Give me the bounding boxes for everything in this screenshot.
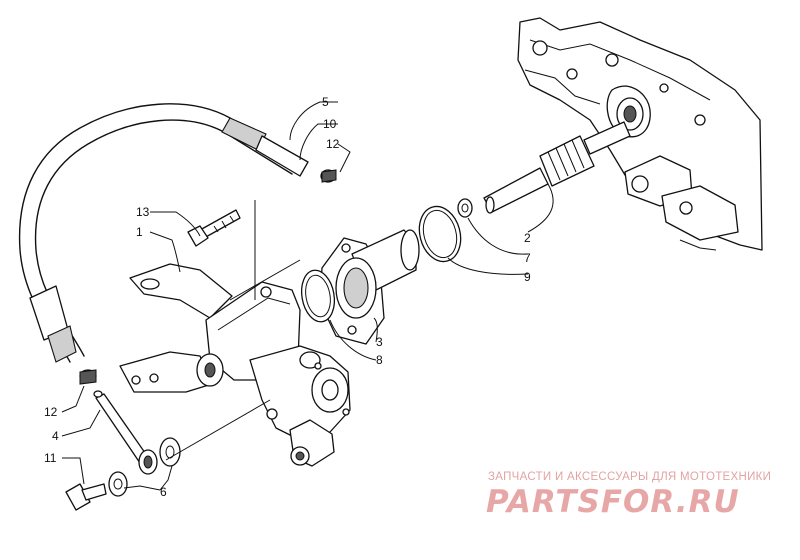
clamp-12-top [320, 169, 337, 183]
assembly-guide-lines [165, 200, 301, 461]
callout-7: 7 [524, 251, 531, 265]
callout-13: 13 [136, 205, 150, 219]
callout-4: 4 [52, 429, 59, 443]
callout-5: 5 [322, 95, 329, 109]
callout-8: 8 [376, 353, 383, 367]
clamp-12-bottom [79, 369, 97, 385]
watermark: ЗАПЧАСТИ И АКСЕССУАРЫ ДЛЯ МОТОТЕХНИКИ PA… [486, 471, 771, 520]
engine-case-fragment [517, 17, 763, 251]
callout-10: 10 [323, 117, 337, 131]
washer-6 [108, 437, 181, 497]
bolt-11 [65, 483, 107, 511]
callout-11: 11 [44, 451, 57, 465]
callout-2: 2 [524, 231, 531, 245]
callout-3: 3 [376, 335, 383, 349]
pump-drive-shaft [483, 121, 631, 214]
watermark-logo: PARTSFOR.RU [486, 484, 740, 520]
callout-12-top: 12 [326, 137, 340, 151]
callout-9: 9 [524, 270, 531, 284]
pump-cover-3 [319, 229, 420, 345]
o-ring-9 [418, 205, 462, 263]
callout-1: 1 [136, 225, 143, 239]
oil-line-hose [18, 103, 309, 363]
rod-end-link-4 [93, 390, 158, 475]
oil-pump-assembly [119, 263, 351, 467]
callout-leaders [61, 101, 554, 491]
callout-labels: 5 10 12 13 1 2 7 9 3 8 12 4 11 6 [44, 95, 531, 499]
washer-7 [457, 198, 473, 218]
watermark-tagline: ЗАПЧАСТИ И АКСЕССУАРЫ ДЛЯ МОТОТЕХНИКИ [488, 471, 771, 483]
callout-6: 6 [160, 485, 167, 499]
callout-12-bottom: 12 [44, 405, 58, 419]
bolt-13 [187, 209, 241, 247]
